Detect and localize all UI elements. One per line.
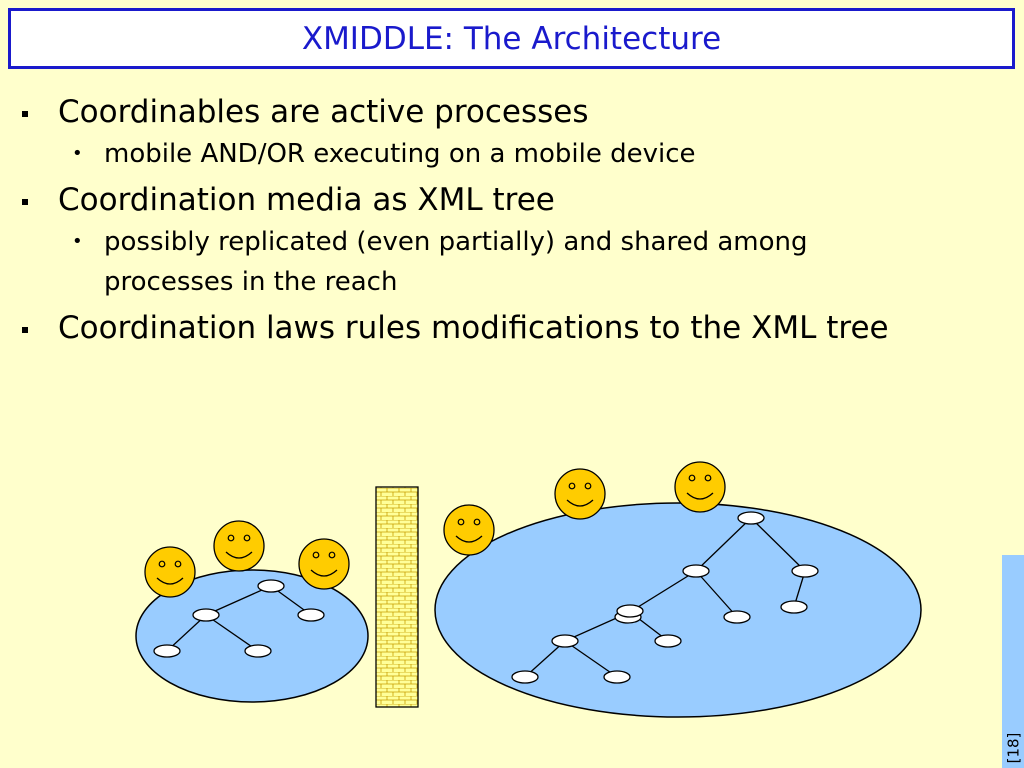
tree-node	[737, 511, 765, 525]
tree-node	[257, 579, 285, 593]
page-number-label: [18]	[1004, 732, 1023, 764]
bullet-coordinables: Coordinables are active processes	[0, 92, 1010, 132]
smiley-face-icon	[443, 504, 495, 556]
title-box: XMIDDLE: The Architecture	[8, 8, 1015, 69]
right-host-ellipse	[434, 502, 922, 718]
page-number-tab	[1002, 555, 1024, 768]
sub-bullet-replicated: possibly replicated (even partially) and…	[0, 222, 924, 302]
bullet-coordination-laws: Coordination laws rules modifications to…	[0, 308, 1010, 348]
smiley-face-icon	[144, 546, 196, 598]
left-host-ellipse	[135, 569, 369, 703]
tree-node	[723, 610, 751, 624]
page-number: [18]	[1003, 730, 1023, 766]
tree-node	[682, 564, 710, 578]
slide-title: XMIDDLE: The Architecture	[301, 20, 722, 57]
tree-node	[297, 608, 325, 622]
tree-node	[616, 604, 644, 618]
tree-node	[551, 634, 579, 648]
tree-node	[511, 670, 539, 684]
smiley-face-icon	[674, 461, 726, 513]
smiley-face-icon	[554, 468, 606, 520]
tree-node	[603, 670, 631, 684]
brick-wall-icon	[375, 486, 419, 708]
tree-node	[153, 644, 181, 658]
smiley-face-icon	[298, 538, 350, 590]
bullet-coordination-media: Coordination media as XML tree	[0, 180, 1010, 220]
tree-node	[192, 608, 220, 622]
smiley-face-icon	[213, 520, 265, 572]
sub-bullet-mobile: mobile AND/OR executing on a mobile devi…	[0, 134, 1010, 174]
left-xml-tree-icon	[153, 579, 325, 658]
tree-node	[244, 644, 272, 658]
right-xml-tree-icon	[511, 511, 819, 684]
tree-node	[791, 564, 819, 578]
bullet-list: Coordinables are active processes mobile…	[0, 92, 1010, 354]
tree-node	[780, 600, 808, 614]
tree-node	[654, 634, 682, 648]
